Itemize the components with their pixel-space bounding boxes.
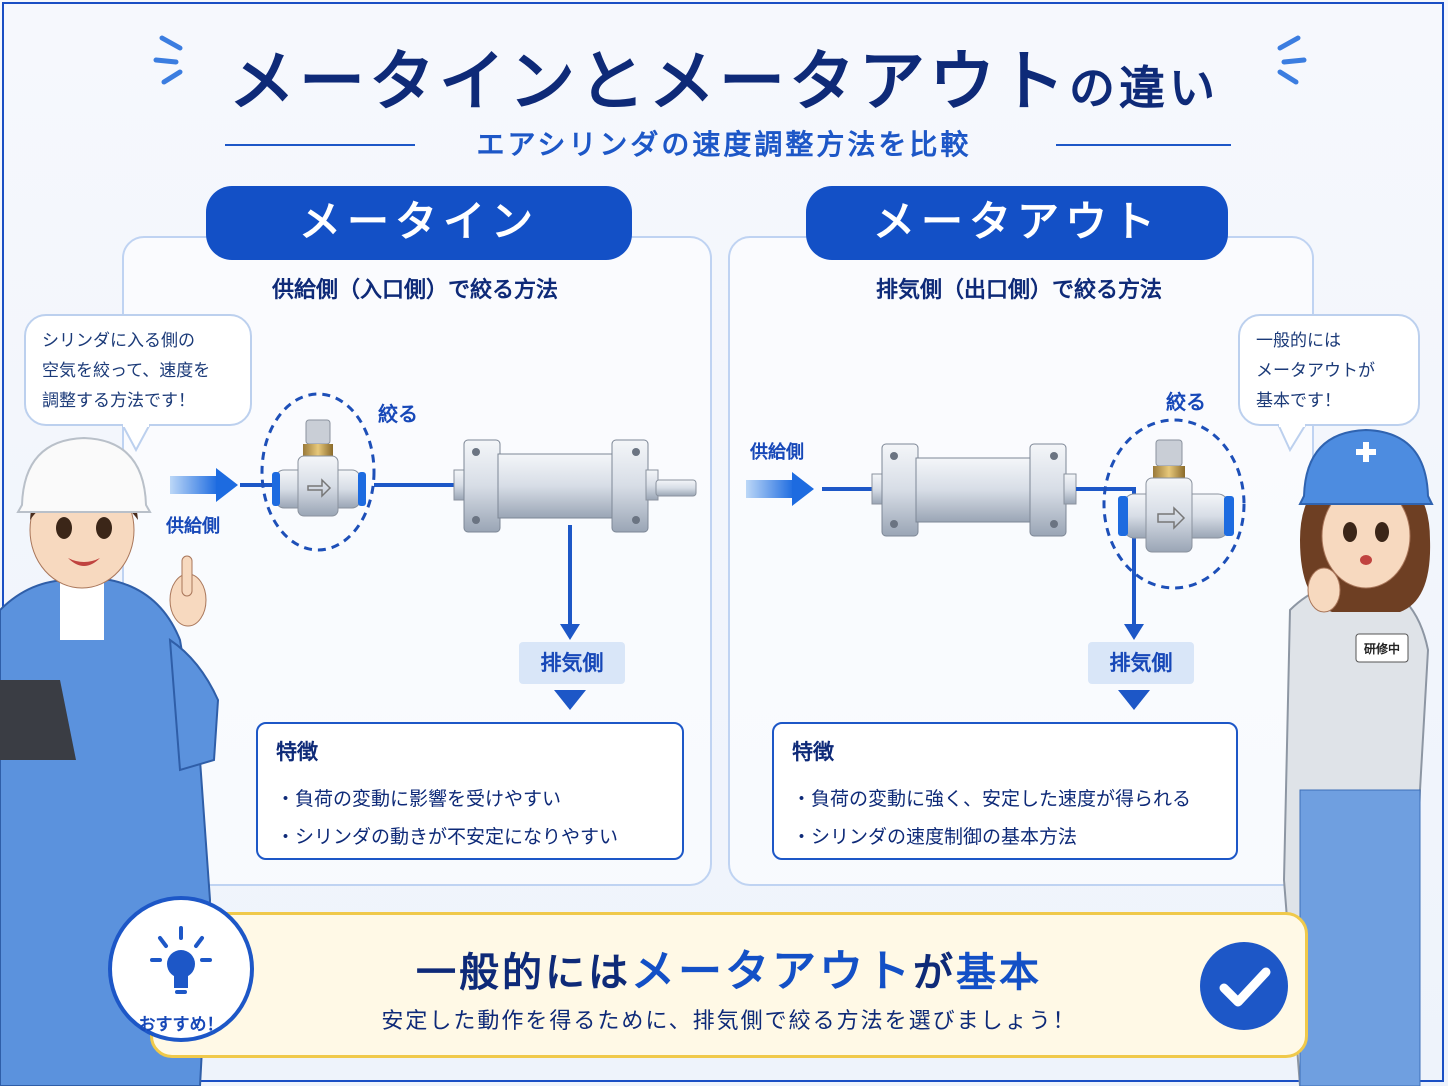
- right-flow-valve: [1118, 439, 1234, 553]
- left-bubble-tail: [121, 424, 151, 453]
- summary-headline: 一般的にはメータアウトが基本: [416, 946, 1042, 997]
- right-bubble-tail: [1277, 424, 1307, 453]
- lightbulb-icon: [150, 926, 212, 994]
- meter-in-features: 特徴 ・負荷の変動に影響を受けやすい ・シリンダの動きが不安定になりやすい: [256, 722, 684, 860]
- right-supply-arrow: [746, 472, 814, 506]
- features-heading: 特徴: [792, 740, 834, 764]
- left-throttle-highlight: [260, 392, 376, 552]
- sparkle-left-icon: [153, 35, 183, 85]
- left-speech-bubble: シリンダに入る側の 空気を絞って、速度を 調整する方法です！: [24, 314, 252, 426]
- left-throttle-label: 絞る: [378, 402, 418, 426]
- left-character-instructor: [0, 436, 220, 1086]
- subtitle-line-left: [225, 144, 415, 146]
- feature-item: ・負荷の変動に強く、安定した速度が得られる: [792, 788, 1192, 810]
- features-heading: 特徴: [276, 740, 318, 764]
- left-exhaust-down-arrow: [554, 690, 586, 710]
- meter-in-title: メータイン: [206, 186, 632, 260]
- right-supply-label: 供給側: [750, 442, 804, 463]
- left-supply-arrow: [170, 468, 238, 502]
- right-exhaust-label: 排気側: [1088, 642, 1194, 684]
- name-tag: 研修中: [1363, 642, 1400, 656]
- left-exhaust-label: 排気側: [519, 642, 625, 684]
- right-throttle-highlight: [1102, 418, 1246, 590]
- page-title: メータインとメータアウトの違い: [229, 43, 1219, 120]
- checkmark-icon: [1200, 942, 1288, 1030]
- meter-out-features: 特徴 ・負荷の変動に強く、安定した速度が得られる ・シリンダの速度制御の基本方法: [772, 722, 1238, 860]
- feature-item: ・シリンダの動きが不安定になりやすい: [276, 826, 619, 848]
- meter-out-method: 排気側（出口側）で絞る方法: [875, 278, 1162, 303]
- left-supply-label: 供給側: [166, 516, 220, 537]
- recommend-label: おすすめ！: [138, 1015, 224, 1035]
- right-speech-bubble: 一般的には メータアウトが 基本です！: [1238, 314, 1420, 426]
- summary-subtext: 安定した動作を得るために、排気側で絞る方法を選びましょう！: [381, 1009, 1077, 1034]
- meter-in-method: 供給側（入口側）で絞る方法: [271, 278, 558, 303]
- left-air-cylinder: [453, 439, 697, 533]
- summary-banner: [150, 912, 1308, 1058]
- feature-item: ・負荷の変動に影響を受けやすい: [276, 788, 562, 810]
- right-character-trainee: [1282, 428, 1434, 1086]
- right-exhaust-down-arrow: [1118, 690, 1150, 710]
- right-exhaust-line: [1076, 487, 1136, 628]
- left-exhaust-arrowhead: [560, 624, 580, 640]
- right-exhaust-arrowhead: [1124, 624, 1144, 640]
- feature-item: ・シリンダの速度制御の基本方法: [792, 826, 1078, 848]
- sparkle-right-icon: [1277, 35, 1307, 85]
- left-flow-valve: [272, 419, 366, 517]
- subtitle: エアシリンダの速度調整方法を比較: [476, 128, 972, 161]
- meter-out-title: メータアウト: [806, 186, 1228, 260]
- subtitle-line-right: [1056, 144, 1231, 146]
- right-throttle-label: 絞る: [1166, 390, 1206, 414]
- right-air-cylinder: [871, 443, 1077, 537]
